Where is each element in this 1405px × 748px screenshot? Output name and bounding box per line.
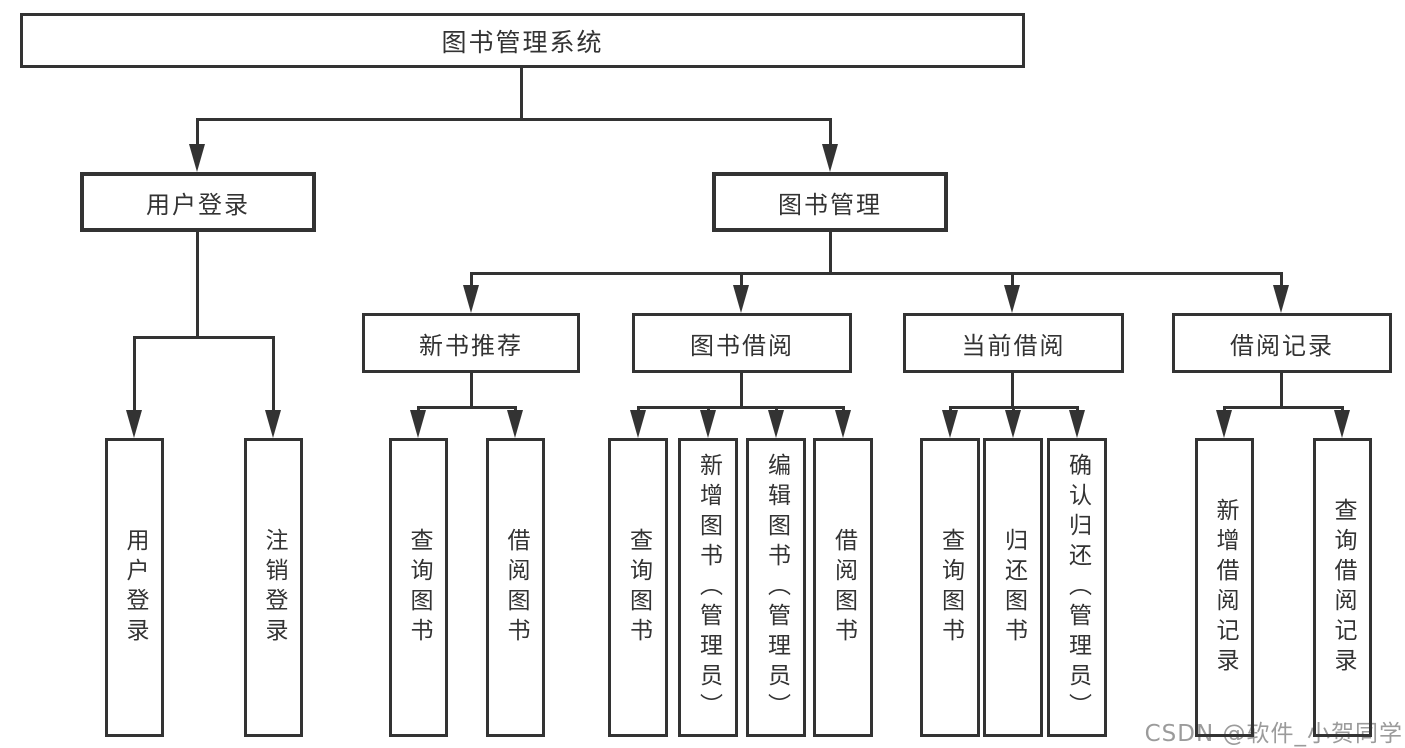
node-root: 图书管理系统 (20, 13, 1025, 68)
leaf-borrow-books-label: 借阅图书 (830, 527, 857, 648)
node-book-borrowing-label: 图书借阅 (690, 331, 794, 360)
leaf-query-books-recommend-label: 查询图书 (406, 527, 432, 648)
connector-line (1279, 373, 1283, 409)
node-book-management: 图书管理 (712, 172, 948, 232)
leaf-user-login-label: 用户登录 (122, 527, 148, 648)
connector-line (132, 336, 275, 339)
arrowhead-icon (189, 144, 205, 172)
leaf-return-books: 归还图书 (983, 438, 1043, 737)
leaf-logout-label: 注销登录 (261, 527, 287, 648)
leaf-borrow-books: 借阅图书 (813, 438, 873, 737)
node-root-label: 图书管理系统 (441, 27, 604, 57)
watermark: CSDN @软件_小贺同学 (1144, 721, 1403, 747)
connector-line (416, 406, 517, 409)
arrowhead-icon (768, 410, 784, 438)
leaf-logout: 注销登录 (244, 438, 303, 737)
leaf-add-books-admin-label: 新增图书（管理员） (695, 452, 722, 723)
leaf-borrow-books-recommend: 借阅图书 (486, 438, 545, 737)
arrowhead-icon (507, 410, 523, 438)
connector-line (636, 406, 845, 409)
node-new-book-recommend-label: 新书推荐 (419, 331, 523, 360)
leaf-query-books-borrowing-label: 查询图书 (625, 527, 652, 648)
arrowhead-icon (410, 410, 426, 438)
arrowhead-icon (630, 410, 646, 438)
arrowhead-icon (1273, 285, 1289, 313)
arrowhead-icon (1005, 410, 1021, 438)
connector-line (1010, 373, 1014, 409)
connector-line (195, 232, 199, 339)
arrowhead-icon (700, 410, 716, 438)
node-current-borrowing-label: 当前借阅 (961, 331, 1066, 360)
node-current-borrowing: 当前借阅 (903, 313, 1124, 373)
connector-line (195, 118, 832, 121)
node-user-login: 用户登录 (80, 172, 316, 232)
connector-line (469, 373, 473, 409)
arrowhead-icon (1334, 410, 1350, 438)
node-book-borrowing: 图书借阅 (632, 313, 852, 373)
connector-line (469, 272, 1283, 275)
leaf-return-books-label: 归还图书 (1000, 527, 1027, 648)
arrowhead-icon (1216, 410, 1232, 438)
arrowhead-icon (126, 410, 142, 438)
leaf-query-books-recommend: 查询图书 (389, 438, 448, 737)
arrowhead-icon (1069, 410, 1085, 438)
leaf-user-login: 用户登录 (105, 438, 164, 737)
node-book-management-label: 图书管理 (778, 190, 882, 219)
leaf-borrow-books-recommend-label: 借阅图书 (503, 527, 529, 648)
leaf-add-books-admin: 新增图书（管理员） (678, 438, 738, 737)
leaf-confirm-return-admin-label: 确认归还（管理员） (1064, 452, 1091, 723)
connector-line (519, 68, 523, 121)
leaf-query-borrow-record: 查询借阅记录 (1313, 438, 1372, 737)
connector-line (739, 272, 743, 289)
connector-line (828, 118, 832, 148)
node-borrowing-records-label: 借阅记录 (1230, 331, 1334, 360)
connector-line (469, 272, 473, 289)
connector-line (739, 373, 743, 409)
connector-line (1222, 406, 1344, 409)
leaf-add-borrow-record: 新增借阅记录 (1195, 438, 1254, 737)
leaf-edit-books-admin-label: 编辑图书（管理员） (763, 452, 790, 723)
leaf-edit-books-admin: 编辑图书（管理员） (746, 438, 806, 737)
leaf-query-books-borrowing: 查询图书 (608, 438, 668, 737)
connector-line (132, 336, 136, 414)
node-borrowing-records: 借阅记录 (1172, 313, 1392, 373)
arrowhead-icon (463, 285, 479, 313)
node-user-login-label: 用户登录 (146, 190, 250, 219)
arrowhead-icon (942, 410, 958, 438)
arrowhead-icon (265, 410, 281, 438)
connector-line (1010, 272, 1014, 289)
connector-line (271, 336, 275, 414)
connector-line (1279, 272, 1283, 289)
leaf-confirm-return-admin: 确认归还（管理员） (1047, 438, 1107, 737)
leaf-query-books-current: 查询图书 (920, 438, 980, 737)
arrowhead-icon (835, 410, 851, 438)
leaf-query-borrow-record-label: 查询借阅记录 (1330, 497, 1356, 678)
node-new-book-recommend: 新书推荐 (362, 313, 580, 373)
arrowhead-icon (822, 144, 838, 172)
connector-line (195, 118, 199, 148)
leaf-add-borrow-record-label: 新增借阅记录 (1212, 497, 1238, 678)
arrowhead-icon (733, 285, 749, 313)
leaf-query-books-current-label: 查询图书 (937, 527, 964, 648)
arrowhead-icon (1004, 285, 1020, 313)
connector-line (828, 232, 832, 275)
